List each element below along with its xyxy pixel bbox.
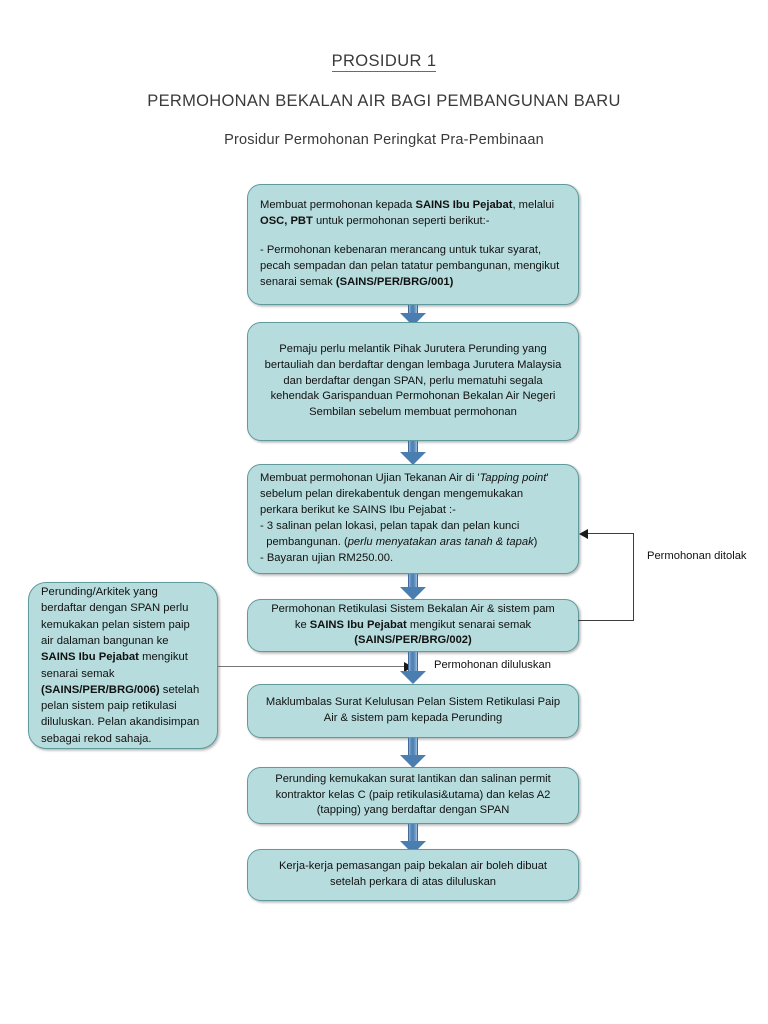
side-t3: kemukakan pelan sistem paip <box>41 618 190 631</box>
arrow-n2-to-n3 <box>400 441 426 465</box>
side-t9: setelah <box>159 683 200 696</box>
side-t11: diluluskan. Pelan akandisimpan <box>41 716 200 729</box>
n3-t9: ) <box>533 535 538 548</box>
side-t8: (SAINS/PER/BRG/006) <box>41 683 160 696</box>
reject-loop-bottom-horizontal <box>578 620 634 621</box>
reject-loop-top-horizontal <box>588 533 634 534</box>
node-surat-lantikan-kontraktor[interactable]: Perunding kemukakan surat lantikan dan s… <box>247 767 579 824</box>
node-lantik-jurutera-perunding[interactable]: Pemaju perlu melantik Pihak Jurutera Per… <box>247 322 579 441</box>
n3-t6: - 3 salinan pelan lokasi, pelan tapak da… <box>260 520 520 532</box>
n1-t5: untuk permohonan seperti berikut:- <box>312 215 490 228</box>
side-t6: mengikut <box>138 651 188 664</box>
n2-text: Pemaju perlu melantik Pihak Jurutera Per… <box>264 342 562 419</box>
n3-t2: Tapping point <box>479 472 547 485</box>
procedure-title: PROSIDUR 1 <box>0 52 768 72</box>
n3-t5: perkara berikut ke SAINS Ibu Pejabat :- <box>260 504 456 517</box>
n4-t2: ke <box>294 618 310 631</box>
n3-t3: ' <box>546 472 549 485</box>
n5-text: Maklumbalas Surat Kelulusan Pelan Sistem… <box>265 696 561 724</box>
node-perunding-arkitek-span[interactable]: Perunding/Arkitek yang berdaftar dengan … <box>28 582 218 749</box>
reject-loop-arrowhead <box>579 529 588 539</box>
arrow-n5-to-n6 <box>400 738 426 768</box>
n1-t2: SAINS Ibu Pejabat <box>415 199 513 212</box>
arrow-n1-to-n2 <box>400 305 426 326</box>
node-ujian-tekanan-air[interactable]: Membuat permohonan Ujian Tekanan Air di … <box>247 464 579 574</box>
main-title: PERMOHONAN BEKALAN AIR BAGI PEMBANGUNAN … <box>147 92 621 110</box>
side-node-connector-line <box>218 666 406 667</box>
n3-t8: perlu menyatakan aras tanah & tapak <box>347 535 534 548</box>
node-permohonan-retikulasi[interactable]: Permohonan Retikulasi Sistem Bekalan Air… <box>247 599 579 652</box>
procedure-title-text: PROSIDUR 1 <box>331 52 437 72</box>
arrow-n3-to-n4 <box>400 574 426 600</box>
side-t5: SAINS Ibu Pejabat <box>41 651 139 664</box>
subtitle: Prosidur Permohonan Peringkat Pra-Pembin… <box>224 132 544 148</box>
side-t2: berdaftar dengan SPAN perlu <box>41 602 189 615</box>
side-t12: sebagai rekod sahaja. <box>41 732 152 745</box>
n4-t1: Permohonan Retikulasi Sistem Bekalan Air… <box>271 602 555 615</box>
n3-t7: pembangunan. ( <box>260 535 348 548</box>
arrow-n4-to-n5 <box>400 652 426 685</box>
edge-label-rejected: Permohonan ditolak <box>647 550 747 562</box>
side-t10: pelan sistem paip retikulasi <box>41 700 177 713</box>
edge-label-approved: Permohonan diluluskan <box>434 659 551 671</box>
side-t4: air dalaman bangunan ke <box>41 634 169 647</box>
reject-loop-vertical <box>633 533 634 621</box>
node-kerja-pemasangan-paip[interactable]: Kerja-kerja pemasangan paip bekalan air … <box>247 849 579 901</box>
n3-t4: sebelum pelan direkabentuk dengan mengem… <box>260 488 524 501</box>
n6-t3: (tapping) yang berdaftar dengan SPAN <box>316 804 510 817</box>
n6-t2: kontraktor kelas C (paip retikulasi&utam… <box>275 788 551 801</box>
node-permohonan-awal[interactable]: Membuat permohonan kepada SAINS Ibu Peja… <box>247 184 579 305</box>
side-t1: Perunding/Arkitek yang <box>41 586 158 599</box>
n4-t5: (SAINS/PER/BRG/002) <box>354 634 472 647</box>
n1-t3: , melalui <box>512 199 555 212</box>
node-maklumbalas-surat-kelulusan[interactable]: Maklumbalas Surat Kelulusan Pelan Sistem… <box>247 684 579 738</box>
n3-t1: Membuat permohonan Ujian Tekanan Air di … <box>260 472 480 485</box>
n1-t6: - Permohonan kebenaran merancang untuk t… <box>260 244 560 288</box>
n1-t1: Membuat permohonan kepada <box>260 199 416 212</box>
n4-t3: SAINS Ibu Pejabat <box>309 618 407 631</box>
n1-t4: OSC, PBT <box>260 215 313 228</box>
n4-t4: mengikut senarai semak <box>406 618 532 631</box>
n7-text: Kerja-kerja pemasangan paip bekalan air … <box>278 860 548 888</box>
side-t7: senarai semak <box>41 667 115 680</box>
n6-t1: Perunding kemukakan surat lantikan dan s… <box>275 772 551 785</box>
n3-t10: - Bayaran ujian RM250.00. <box>260 551 394 564</box>
n1-t7: (SAINS/PER/BRG/001) <box>335 275 454 288</box>
